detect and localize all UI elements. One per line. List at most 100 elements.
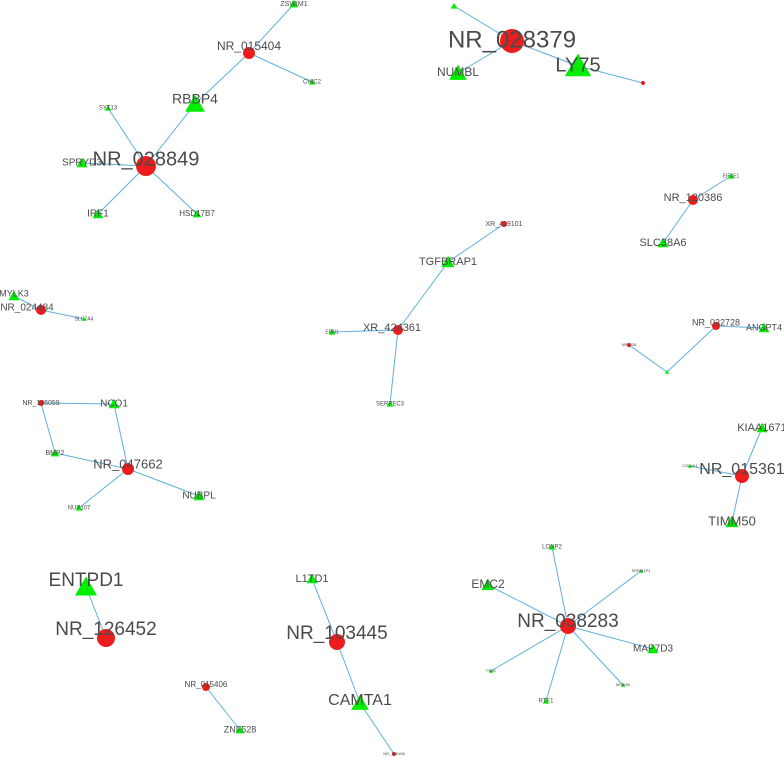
mrna-node-slc38a6[interactable] [657,237,669,248]
edge-n37-n38 [689,465,743,477]
lncrna-node-xr-429101[interactable] [501,221,507,227]
edge-n38-n39 [731,475,743,523]
edge-n48-n53 [490,625,569,672]
mrna-node-spryd3[interactable] [76,157,88,168]
edge-n10-n14 [145,165,198,215]
node-label-eif4e1: EIF4E1 [723,173,740,179]
mrna-node-angpt4[interactable] [758,322,770,333]
node-label-znf528: ZNF528 [224,724,257,734]
lncrna-node-nr-126452[interactable] [97,629,115,647]
node-label-serpec3: SERPEC3 [376,402,405,408]
lncrna-node-nr-015406[interactable] [202,683,210,691]
node-label-nr-125158: NR_125158 [383,751,405,756]
edge-n2-n5 [577,65,644,84]
mrna-node-chic2[interactable] [308,78,316,85]
node-label-nr-024484: NR_024484 [0,303,54,314]
edge-n28-n29 [628,344,668,373]
mrna-node-nubpl[interactable] [193,490,205,501]
node-label-nubpl: NUBPL [182,491,216,502]
node-label-hsd17b7: HSD17B7 [179,209,215,218]
edge-n23-n24 [13,295,42,311]
lncrna-node-nr-015404[interactable] [243,47,255,59]
node-label-lonp2: LONP2 [542,545,562,551]
lncrna-node-nr-047662[interactable] [122,463,134,475]
node-label-nr-015404: NR_015404 [217,39,281,53]
node-label-emc2: EMC2 [471,577,505,591]
edge-n48-n52 [567,625,654,650]
mrna-node-col4a1[interactable] [687,463,693,468]
mrna-node-lonp2[interactable] [548,543,556,550]
node-label-rtf1: RTF1 [539,699,555,705]
lncrna-node-nr-015361[interactable] [735,469,749,483]
edge-n9-n10 [145,103,196,167]
lncrna-node-nr-028849[interactable] [136,156,156,176]
mrna-node-n28[interactable] [664,369,670,374]
node-label-nr-103445: NR_103445 [286,623,387,644]
mrna-node-syt13[interactable] [104,104,112,111]
node-label-ly75: LY75 [555,54,600,76]
mrna-node-emc2[interactable] [481,578,495,591]
lncrna-node-nr-126059[interactable] [38,400,44,406]
mrna-node-slc7a4[interactable] [81,316,87,321]
mrna-node-serpec3[interactable] [386,400,394,407]
mrna-node-bmp2[interactable] [50,448,60,457]
node-label-slc38a6: SLC38A6 [639,237,686,249]
mrna-node-entpd1[interactable] [75,576,97,596]
node-label-numbl: NUMBL [437,65,479,79]
lncrna-node-nr-125158[interactable] [392,752,396,756]
node-label-nr-015361: NR_015361 [699,461,784,478]
mrna-node-mylk3[interactable] [8,290,20,301]
mrna-node-ern1[interactable] [328,328,336,335]
mrna-node-irf1[interactable] [92,208,104,219]
node-label-nco1: NCO1 [100,399,128,410]
mrna-node-piga[interactable] [488,668,494,673]
lncrna-node-nr-103445[interactable] [329,634,345,650]
node-label-kiaa1671: KIAA1671 [737,422,784,434]
mrna-node-rbbp4[interactable] [185,94,205,112]
mrna-node-map7d3[interactable] [647,643,659,654]
mrna-node-hsd17b7[interactable] [192,209,202,218]
edge-n6-n8 [248,52,313,83]
node-label-xr-424361: XR_424361 [363,322,421,334]
lncrna-node-nr-028379[interactable] [500,29,524,53]
mrna-node-znf528[interactable] [235,725,245,734]
lncrna-node-nr-032728[interactable] [712,322,720,330]
mrna-node-srrm1p1[interactable] [638,568,644,573]
mrna-node-l1td1[interactable] [306,573,318,584]
lncrna-node-nr-120386[interactable] [688,195,698,205]
node-label-nr-028379: NR_028379 [448,26,576,53]
mrna-node-mob3b[interactable] [620,682,626,687]
mrna-node-nup107[interactable] [75,504,83,511]
mrna-node-kiaa1671[interactable] [756,422,768,433]
edge-n46-n47 [205,686,241,731]
mrna-node-n4[interactable] [450,2,458,9]
node-label-nr-047662: NR_047662 [93,456,162,471]
edge-n10-n11 [107,107,147,167]
lncrna-node-nr-024484[interactable] [36,305,46,315]
edge-n31-n33 [113,403,129,470]
lncrna-node-nr-026[interactable] [627,343,631,347]
node-label-xr-429101: XR_429101 [486,221,523,228]
edge-n33-n35 [127,468,200,497]
mrna-node-zswim1[interactable] [289,0,299,8]
edge-n48-n55 [567,625,624,686]
node-label-l1td1: L1TD1 [295,573,328,585]
node-label-piga: PIGA [486,668,496,673]
node-label-bmp2: BMP2 [45,450,64,457]
mrna-node-numbl[interactable] [449,64,467,80]
edge-n20-n22 [389,329,399,405]
mrna-node-eif4e1[interactable] [727,172,735,179]
mrna-node-rtf1[interactable] [542,697,550,704]
mrna-node-ly75[interactable] [564,53,592,77]
mrna-node-tgfbrap1[interactable] [441,255,455,268]
node-label-tgfbrap1: TGFBRAP1 [419,256,477,268]
lncrna-node-xr-424361[interactable] [393,325,403,335]
mrna-node-timm50[interactable] [725,515,739,528]
mrna-node-nco1[interactable] [108,398,120,409]
lncrna-node-n5[interactable] [641,81,645,85]
edge-n20-n21 [331,329,399,333]
edge-n33-n34 [78,468,129,509]
lncrna-node-nr-038283[interactable] [560,618,576,634]
mrna-node-camta1[interactable] [351,694,369,710]
